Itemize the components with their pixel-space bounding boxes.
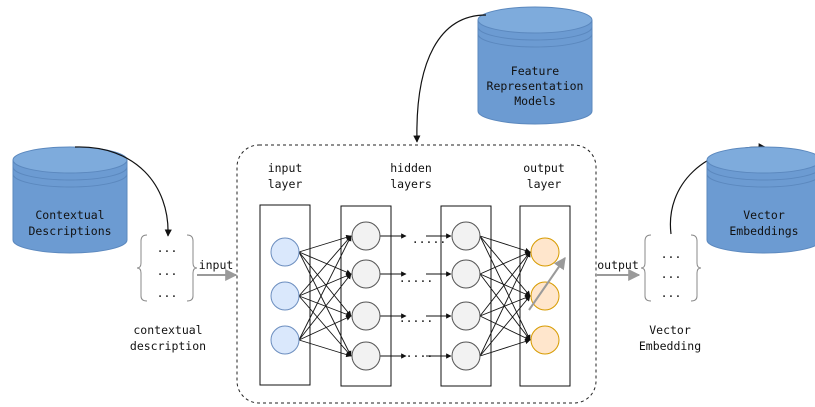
- connection-line: [479, 338, 531, 357]
- hidden1-node: [351, 341, 381, 371]
- ellipsis-row-3: .....: [399, 311, 434, 325]
- hidden-layers-label-line1: hidden: [390, 161, 432, 175]
- hidden2-node: [451, 341, 481, 371]
- hidden-layer-ellipsis: ..... ..... ..... .....: [399, 232, 447, 360]
- hidden1-node: [351, 221, 381, 251]
- hidden2-node: [451, 259, 481, 289]
- contextual-descriptions-database: Contextual Descriptions: [12, 146, 128, 254]
- connection-line: [298, 235, 352, 341]
- input-arrow-label: input: [199, 258, 234, 272]
- hidden2-node: [451, 301, 481, 331]
- feature-models-to-network-arrow: [413, 14, 487, 143]
- connection-line: [479, 273, 531, 297]
- input-node: [270, 325, 300, 355]
- feature-db-label-line3: Models: [514, 94, 556, 108]
- connection-line: [298, 235, 352, 297]
- connection-line: [298, 295, 352, 317]
- contextual-db-label-line2: Descriptions: [28, 224, 111, 238]
- contextual-description-vector: ... ... ...: [136, 234, 198, 302]
- contextual-to-vector-arrow: [74, 146, 172, 237]
- output-node: [530, 281, 560, 311]
- input-node: [270, 281, 300, 311]
- connection-line: [479, 315, 531, 341]
- vector-db-label-line1: Vector: [743, 208, 785, 222]
- vector-dots-1: ...: [157, 241, 178, 255]
- input-layer-label-line2: layer: [268, 177, 303, 191]
- output-layer-label-line2: layer: [527, 177, 562, 191]
- connection-line: [479, 295, 531, 317]
- output-layer-arrow: [528, 257, 566, 311]
- connection-line: [298, 315, 352, 341]
- connection-line: [298, 251, 352, 357]
- output-arrow-label: output: [597, 258, 639, 272]
- connection-line: [298, 273, 352, 297]
- input-layer-label-line1: input: [268, 161, 303, 175]
- connection-line: [479, 295, 531, 357]
- connection-line: [298, 273, 352, 341]
- hidden-layers-label-line2: layers: [390, 177, 432, 191]
- embedding-dots-2: ...: [661, 267, 682, 281]
- connection-line: [479, 251, 531, 317]
- input-node: [270, 237, 300, 267]
- vector-dots-2: ...: [157, 264, 178, 278]
- contextual-description-label-line1: contextual: [133, 323, 202, 337]
- hidden2-node: [451, 221, 481, 251]
- vector-db-label-line2: Embeddings: [729, 224, 798, 238]
- ellipsis-row-4: .....: [399, 346, 434, 360]
- vector-embedding-vector: ... ... ...: [640, 234, 702, 302]
- ellipsis-row-2: .....: [399, 271, 434, 285]
- contextual-db-label-line1: Contextual: [35, 208, 104, 222]
- connection-line: [298, 295, 352, 357]
- ellipsis-row-1: .....: [412, 232, 447, 246]
- feature-representation-models-database: Feature Representation Models: [477, 6, 593, 125]
- connection-line: [479, 251, 531, 275]
- output-node: [530, 325, 560, 355]
- contextual-description-label-line2: description: [130, 339, 206, 353]
- vector-embedding-label-line1: Vector: [649, 323, 691, 337]
- connection-line: [479, 235, 531, 297]
- network-connections: [298, 233, 531, 359]
- connection-line: [479, 235, 531, 341]
- vector-embeddings-database: Vector Embeddings: [706, 146, 815, 254]
- connection-line: [298, 339, 352, 358]
- connection-line: [479, 235, 531, 254]
- embedding-dots-1: ...: [661, 247, 682, 261]
- hidden1-node: [351, 301, 381, 331]
- connection-line: [298, 234, 352, 253]
- connection-line: [298, 251, 352, 317]
- embedding-dots-3: ...: [661, 286, 682, 300]
- vector-dots-3: ...: [157, 286, 178, 300]
- connection-line: [479, 251, 531, 357]
- output-layer-label-line1: output: [523, 161, 565, 175]
- feature-db-label-line2: Representation: [487, 79, 584, 93]
- feature-db-label-line1: Feature: [511, 64, 560, 78]
- connection-line: [479, 273, 531, 341]
- output-node: [530, 237, 560, 267]
- vector-embedding-label-line2: Embedding: [639, 339, 701, 353]
- network-nodes: [270, 221, 560, 371]
- connection-line: [298, 251, 352, 275]
- hidden1-node: [351, 259, 381, 289]
